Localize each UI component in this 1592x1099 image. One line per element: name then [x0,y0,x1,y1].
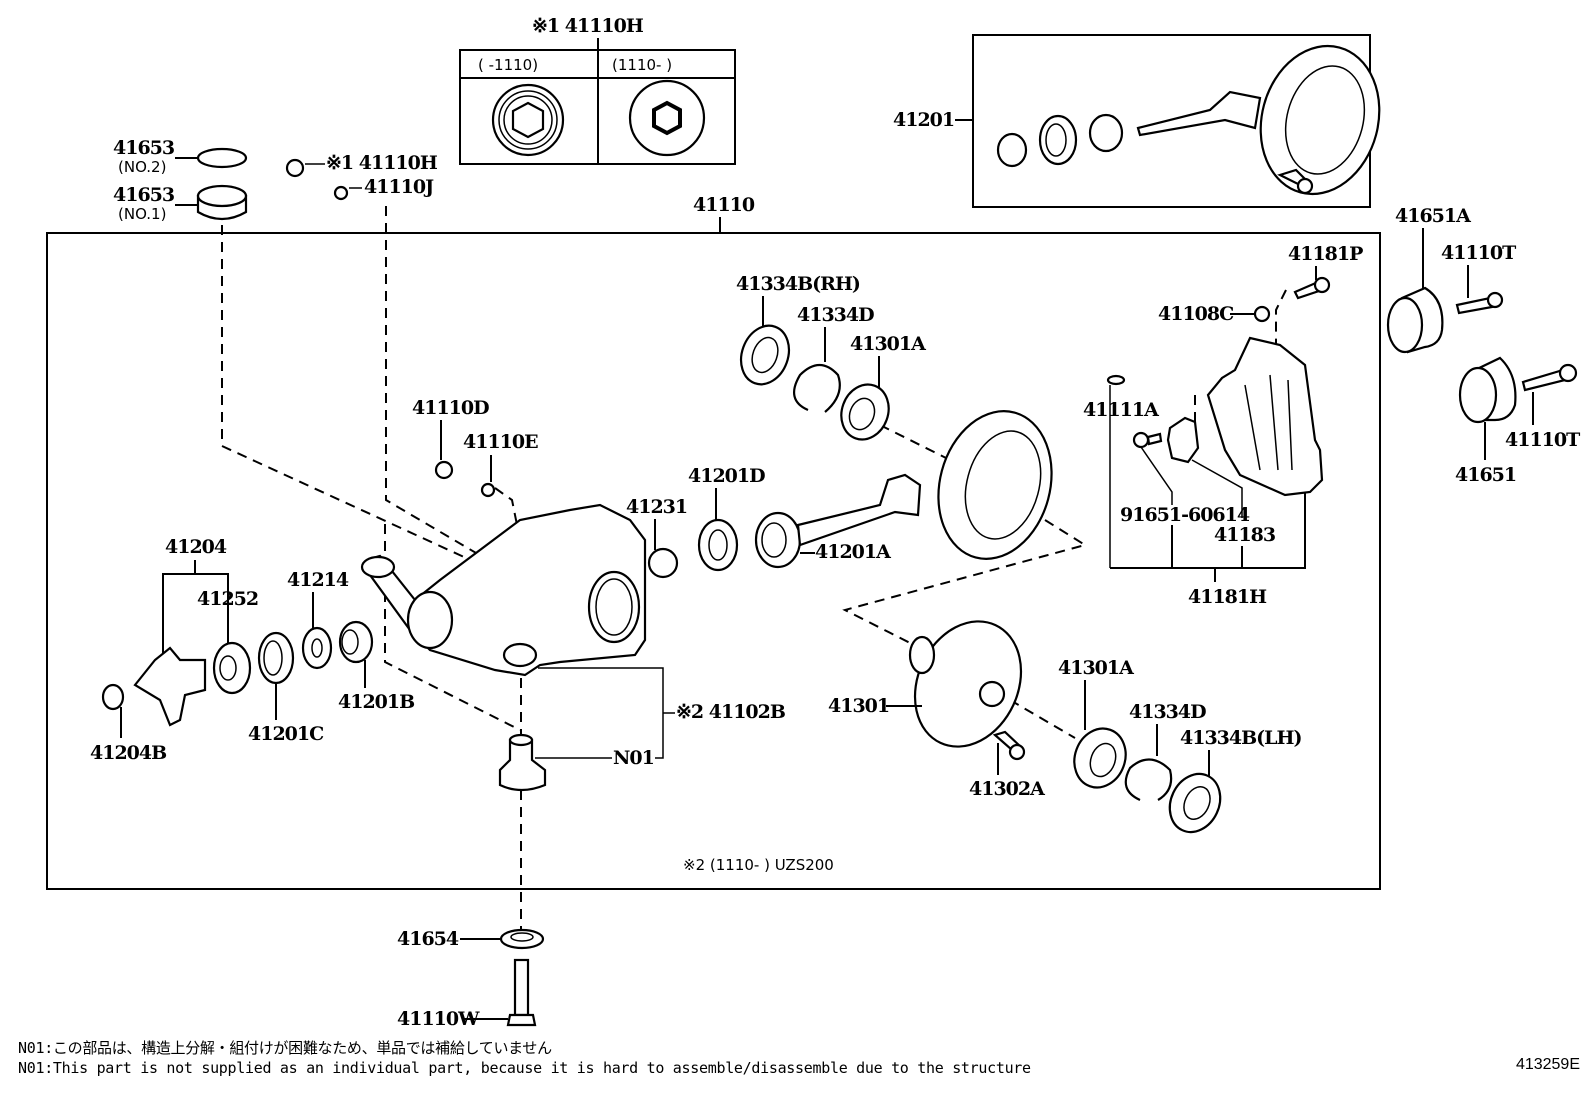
differential-carrier-housing [360,503,647,677]
left-flange-parts: 41204 41252 41204B 41201C 41214 41201B [90,536,416,764]
ring-gear [937,410,1053,560]
label-41110W[interactable]: 41110W [397,1008,481,1030]
figure-code: 413259E [1515,1056,1580,1073]
label-41110T-top[interactable]: 41110T [1441,242,1517,264]
label-41110D[interactable]: 41110D [412,397,490,419]
bottom-mount-parts: 41654 41110W [397,928,545,1030]
label-41334D-top[interactable]: 41334D [797,304,875,326]
inset-header-before: ( -1110) [478,56,538,74]
label-41301A-top[interactable]: 41301A [850,333,927,355]
label-41653-no2[interactable]: 41653 [113,137,175,159]
label-41653-no2-sub: (NO.2) [118,158,166,176]
label-41181H[interactable]: 41181H [1188,586,1268,608]
rh-bearing-parts: 41334B(RH) 41334D 41301A [736,273,927,441]
mount-parts-right: 41651A 41110T 41651 41110T [1386,205,1581,486]
label-41252[interactable]: 41252 [197,588,259,610]
cover-assembly-41181H: 41181P 41108C 41111A 91651-60614 41183 4… [1083,243,1364,608]
inset-header-after: (1110- ) [612,56,672,74]
lh-bearing-parts: 41301A 41334D 41334B(LH) [1058,657,1302,834]
parts-41110D-41110E: 41110D 41110E [412,397,539,498]
inset-41110H: ※1 41110H ( -1110) (1110- ) [459,15,736,165]
pinion-parts: 41231 41201D 41201A [626,465,922,579]
label-41102B[interactable]: ※2 41102B [676,701,787,723]
label-41183[interactable]: 41183 [1214,524,1276,546]
label-41201B[interactable]: 41201B [338,691,416,713]
label-41201D[interactable]: 41201D [688,465,766,487]
note-japanese: N01:この部品は、構造上分解・組付けが困難なため、単品では補給していません [18,1039,552,1057]
label-41110E[interactable]: 41110E [463,431,539,453]
label-41111A[interactable]: 41111A [1083,399,1160,421]
label-41334B-RH[interactable]: 41334B(RH) [736,273,861,295]
label-91651-60614[interactable]: 91651-60614 [1120,504,1251,526]
label-41214[interactable]: 41214 [287,569,350,591]
label-N01[interactable]: N01 [613,747,655,769]
main-assembly-box-41110: 41110 ※2 (1110- ) UZS200 [46,194,1381,890]
label-41301[interactable]: 41301 [828,695,890,717]
label-41653-no1[interactable]: 41653 [113,184,175,206]
label-41302A[interactable]: 41302A [969,778,1046,800]
label-41334D-bottom[interactable]: 41334D [1129,701,1207,723]
differential-case: 41301 41302A [828,620,1046,800]
note-english: N01:This part is not supplied as an indi… [18,1059,1031,1077]
plug-old-type-icon [491,83,565,157]
label-41110H-title[interactable]: ※1 41110H [532,15,645,37]
label-41108C[interactable]: 41108C [1158,303,1235,325]
label-41201[interactable]: 41201 [893,109,955,131]
label-41110T-bottom[interactable]: 41110T [1505,429,1581,451]
parts-41110H-41110J: ※1 41110H 41110J [285,152,439,201]
label-41181P[interactable]: 41181P [1288,243,1364,265]
label-41204[interactable]: 41204 [165,536,228,558]
label-41110H-small[interactable]: ※1 41110H [326,152,439,174]
label-41201A[interactable]: 41201A [815,541,892,563]
label-41201C[interactable]: 41201C [248,723,325,745]
label-41204B[interactable]: 41204B [90,742,168,764]
plug-new-type-icon [628,79,706,157]
main-box-note: ※2 (1110- ) UZS200 [683,856,834,874]
label-41651[interactable]: 41651 [1455,464,1517,486]
label-41654[interactable]: 41654 [397,928,460,950]
label-41301A-bottom[interactable]: 41301A [1058,657,1135,679]
label-41110J[interactable]: 41110J [364,176,435,198]
label-41110[interactable]: 41110 [693,194,756,216]
label-41231[interactable]: 41231 [626,496,688,518]
parts-41653: 41653 (NO.2) 41653 (NO.1) [113,137,248,223]
ring-pinion-set-41201: 41201 [893,34,1381,208]
parts-41102B-N01: ※2 41102B N01 [498,667,787,792]
label-41651A[interactable]: 41651A [1395,205,1472,227]
label-41653-no1-sub: (NO.1) [118,205,166,223]
label-41334B-LH[interactable]: 41334B(LH) [1180,727,1302,749]
